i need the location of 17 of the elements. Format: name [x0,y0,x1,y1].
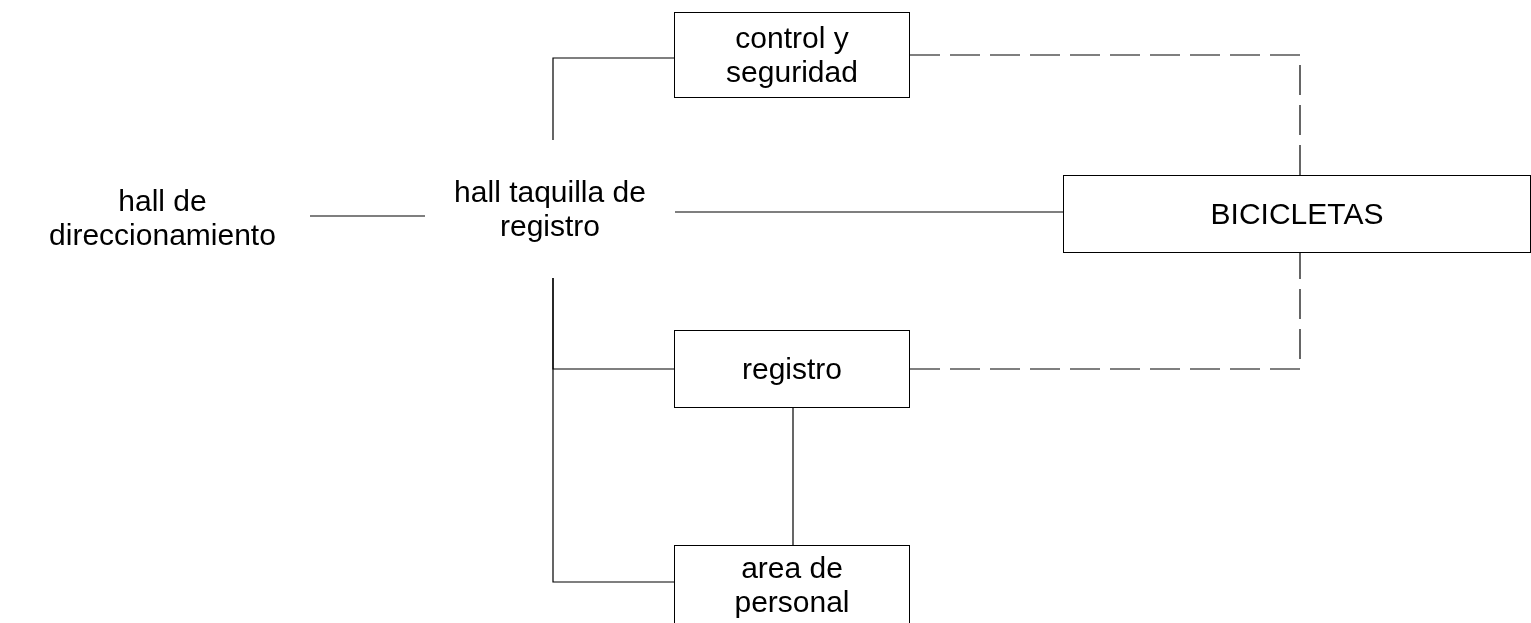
area-label: hall taquilla de registro [453,175,647,243]
area-label: hall de direccionamiento [48,183,277,252]
connector-line [309,215,426,217]
box-label: area de personal [733,551,851,619]
dashed-connector [909,54,1301,176]
dashed-connector [909,252,1301,370]
process-box [674,330,910,408]
box-label: control y seguridad [725,21,859,89]
connector-line [552,277,675,583]
process-box [674,12,910,98]
box-label: BICICLETAS [1210,197,1384,231]
process-box [674,545,910,623]
box-label: registro [741,352,842,386]
connector-line [674,211,1064,213]
process-box [1063,175,1531,253]
connector-line [552,57,675,141]
connector-line [792,407,794,546]
